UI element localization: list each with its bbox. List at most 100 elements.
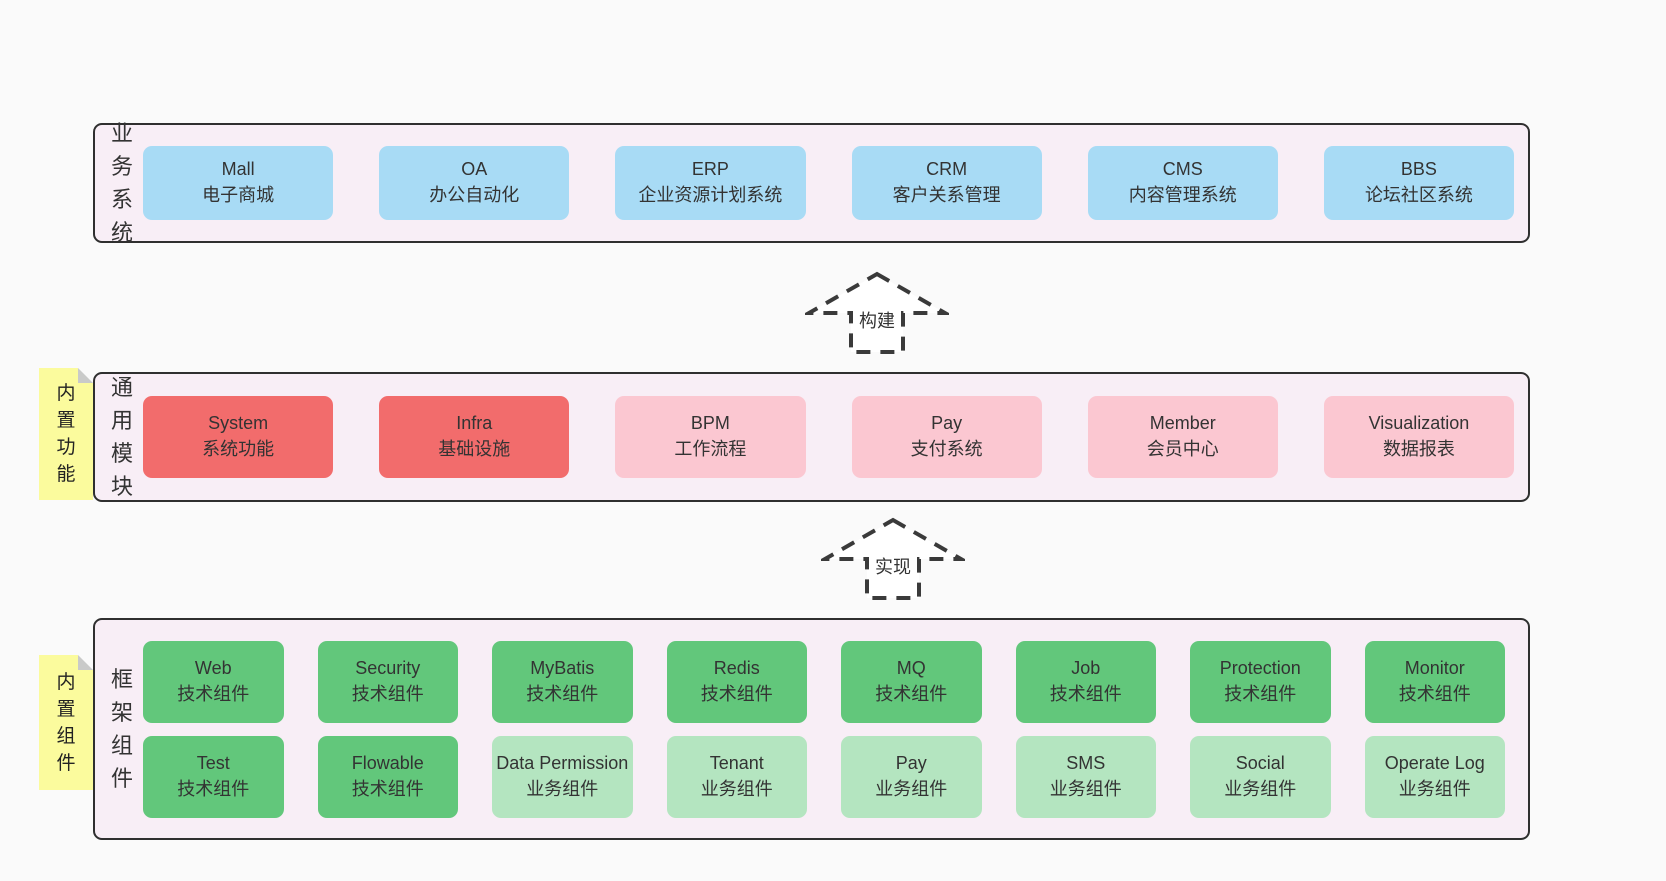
box-oa: OA 办公自动化 — [379, 146, 570, 220]
box-monitor: Monitor 技术组件 — [1364, 640, 1505, 723]
panel-framework-components: 框架组件 Web 技术组件 Security 技术组件 MyBatis 技术组件… — [93, 618, 1530, 840]
panel-business-systems: 业务系统 Mall 电子商城 OA 办公自动化 ERP 企业资源计划系统 CRM… — [93, 121, 1530, 245]
box-sms: SMS 业务组件 — [1015, 735, 1156, 818]
box-subtitle: 基础设施 — [438, 439, 511, 459]
box-subtitle: 客户关系管理 — [892, 185, 1001, 205]
box-title: Data Permission — [496, 752, 629, 773]
arrow-implement: 实现 — [821, 517, 965, 601]
box-protection: Protection 技术组件 — [1190, 640, 1331, 723]
box-subtitle: 业务组件 — [875, 778, 948, 799]
layer-label-business-systems: 业务系统 — [110, 121, 133, 245]
common-modules-row: System 系统功能 Infra 基础设施 BPM 工作流程 Pay 支付系统… — [135, 396, 1528, 478]
box-subtitle: 业务组件 — [1398, 778, 1471, 799]
box-subtitle: 电子商城 — [202, 185, 275, 205]
sticky-functions-label: 内置功能 — [56, 383, 76, 485]
box-title: MQ — [896, 657, 926, 678]
box-crm: CRM 客户关系管理 — [851, 146, 1042, 220]
box-subtitle: 支付系统 — [910, 439, 983, 459]
box-subtitle: 技术组件 — [700, 683, 773, 704]
box-erp: ERP 企业资源计划系统 — [615, 146, 806, 220]
box-operate-log: Operate Log 业务组件 — [1364, 735, 1505, 818]
box-job: Job 技术组件 — [1015, 640, 1156, 723]
box-data-permission: Data Permission 业务组件 — [492, 735, 633, 818]
box-mall: Mall 电子商城 — [143, 146, 334, 220]
biz-components-row: Test 技术组件 Flowable 技术组件 Data Permission … — [135, 735, 1528, 818]
box-title: Security — [355, 657, 421, 678]
box-title: Mall — [221, 159, 255, 180]
box-mybatis: MyBatis 技术组件 — [492, 640, 633, 723]
box-title: Social — [1235, 752, 1285, 773]
box-subtitle: 技术组件 — [1049, 683, 1122, 704]
box-subtitle: 技术组件 — [526, 683, 599, 704]
box-bpm: BPM 工作流程 — [615, 396, 806, 478]
box-title: Visualization — [1368, 413, 1470, 434]
box-subtitle: 会员中心 — [1146, 439, 1219, 459]
box-title: OA — [461, 159, 488, 180]
box-subtitle: 业务组件 — [1049, 778, 1122, 799]
arrow-build: 构建 — [805, 271, 949, 355]
layer-label-framework-components: 框架组件 — [110, 667, 133, 791]
box-subtitle: 技术组件 — [177, 778, 250, 799]
business-systems-row: Mall 电子商城 OA 办公自动化 ERP 企业资源计划系统 CRM 客户关系… — [135, 146, 1528, 220]
box-subtitle: 技术组件 — [351, 683, 424, 704]
sticky-components-label: 内置组件 — [56, 671, 76, 774]
box-title: Operate Log — [1384, 752, 1485, 773]
box-subtitle: 系统功能 — [202, 439, 275, 459]
framework-components-grid: Web 技术组件 Security 技术组件 MyBatis 技术组件 Redi… — [135, 640, 1528, 818]
box-subtitle: 企业资源计划系统 — [638, 185, 783, 205]
box-flowable: Flowable 技术组件 — [317, 735, 458, 818]
box-member: Member 会员中心 — [1087, 396, 1278, 478]
box-title: Job — [1071, 657, 1101, 678]
sticky-built-in-functions: 内置功能 — [39, 368, 93, 500]
box-title: Infra — [456, 413, 493, 434]
box-title: Monitor — [1404, 657, 1465, 678]
box-web: Web 技术组件 — [143, 640, 284, 723]
box-subtitle: 技术组件 — [1398, 683, 1471, 704]
box-subtitle: 业务组件 — [700, 778, 773, 799]
box-title: Web — [194, 657, 232, 678]
box-subtitle: 工作流程 — [674, 439, 747, 459]
box-bbs: BBS 论坛社区系统 — [1323, 146, 1515, 220]
box-subtitle: 技术组件 — [351, 778, 424, 799]
box-title: Pay — [895, 752, 927, 773]
box-tenant: Tenant 业务组件 — [666, 735, 807, 818]
box-redis: Redis 技术组件 — [666, 640, 807, 723]
box-infra: Infra 基础设施 — [379, 396, 570, 478]
box-subtitle: 技术组件 — [1224, 683, 1297, 704]
box-title: Member — [1149, 413, 1216, 434]
box-subtitle: 办公自动化 — [429, 185, 520, 205]
box-pay-module: Pay 支付系统 — [851, 396, 1042, 478]
box-subtitle: 内容管理系统 — [1128, 185, 1237, 205]
box-mq: MQ 技术组件 — [841, 640, 982, 723]
box-subtitle: 业务组件 — [526, 778, 599, 799]
box-subtitle: 论坛社区系统 — [1364, 185, 1473, 205]
box-title: SMS — [1066, 752, 1106, 773]
tech-components-row: Web 技术组件 Security 技术组件 MyBatis 技术组件 Redi… — [135, 640, 1528, 723]
box-title: ERP — [691, 159, 729, 180]
box-title: Tenant — [709, 752, 764, 773]
layer-label-common-modules: 通用模块 — [110, 375, 133, 499]
box-title: CMS — [1162, 159, 1203, 180]
box-social: Social 业务组件 — [1190, 735, 1331, 818]
box-system: System 系统功能 — [143, 396, 334, 478]
box-subtitle: 技术组件 — [875, 683, 948, 704]
box-title: CRM — [926, 159, 968, 180]
box-test: Test 技术组件 — [143, 735, 284, 818]
box-subtitle: 技术组件 — [177, 683, 250, 704]
box-visualization: Visualization 数据报表 — [1323, 396, 1515, 478]
box-title: Redis — [713, 657, 760, 678]
box-title: Test — [196, 752, 230, 773]
arrow-implement-label: 实现 — [871, 552, 915, 580]
box-title: BBS — [1400, 159, 1437, 180]
box-title: Protection — [1219, 657, 1301, 678]
box-subtitle: 业务组件 — [1224, 778, 1297, 799]
box-pay-component: Pay 业务组件 — [841, 735, 982, 818]
box-security: Security 技术组件 — [317, 640, 458, 723]
box-subtitle: 数据报表 — [1382, 439, 1455, 459]
box-title: Pay — [931, 413, 963, 434]
panel-common-modules: 通用模块 System 系统功能 Infra 基础设施 BPM 工作流程 Pay… — [93, 372, 1530, 502]
box-title: System — [208, 413, 269, 434]
box-title: MyBatis — [530, 657, 595, 678]
box-title: BPM — [690, 413, 730, 434]
box-cms: CMS 内容管理系统 — [1087, 146, 1278, 220]
